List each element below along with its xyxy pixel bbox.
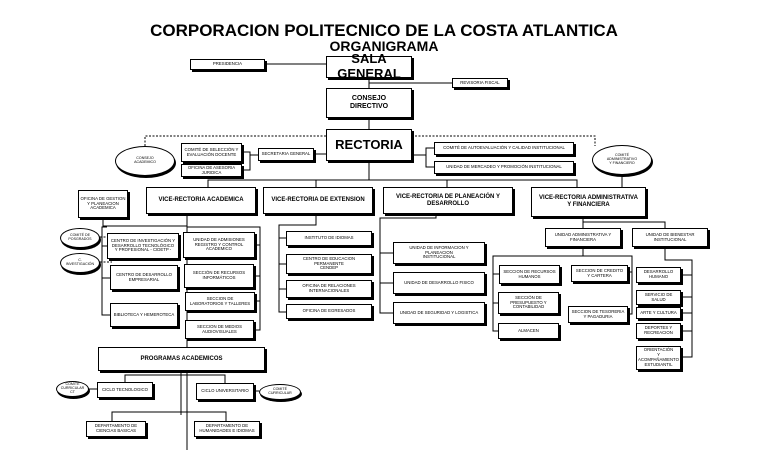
rectoria-box: RECTORIA xyxy=(326,129,412,161)
presidencia-box: PRESIDENCIA xyxy=(190,59,265,70)
oficina-gestion-box: OFICINA DE GESTION Y PLANEACION ACADEMIC… xyxy=(78,190,128,218)
deportes-box: DEPORTES Y RECREACION xyxy=(636,323,681,339)
revisoria-fiscal-box: REVISORIA FISCAL xyxy=(452,78,508,88)
desarrollo-empresarial-box: CENTRO DE DESARROLLO EMPRESARIAL xyxy=(110,265,178,290)
medios-audiovisuales-box: SECCION DE MEDIOS AUDIOVISUALES xyxy=(185,320,254,339)
recursos-informaticos-box: SECCIÓN DE RECURSOS INFORMÁTICOS xyxy=(184,264,254,288)
comite-seleccion-box: COMITÉ DE SELECCIÓN Y EVALUACIÓN DOCENTE xyxy=(181,143,242,162)
admisiones-box: UNIDAD DE ADMISIONES REGISTRO Y CONTROL … xyxy=(183,232,255,258)
desarrollo-humano-box: DESARROLLO HUMANO xyxy=(636,267,681,283)
servicio-salud-box: SERVICIO DE SALUD xyxy=(636,290,681,305)
comite-autoevaluacion-box: COMITÉ DE AUTOEVALUACIÓN Y CALIDAD INSTI… xyxy=(434,142,574,155)
sala-general-box: SALA GENERAL xyxy=(326,51,412,81)
biblioteca-box: BIBLIOTECA Y HEMEROTECA xyxy=(110,303,178,327)
vr-academica-box: VICE-RECTORIA ACADEMICA xyxy=(146,187,256,214)
egresados-box: OFICINA DE EGRESADOS xyxy=(286,304,372,319)
presupuesto-box: SECCIÓN DE PRESUPUESTO Y CONTABILIDAD xyxy=(498,292,559,314)
page-subtitle: ORGANIGRAMA xyxy=(329,38,439,54)
almacen-box: ALMACEN xyxy=(498,323,559,339)
seguridad-logistica-box: UNIDAD DE SEGURIDAD Y LOGISTICA xyxy=(393,302,485,324)
comite-posgrados-ellipse: COMITÉ DE POSGRADOS xyxy=(60,228,100,248)
comite-curricular-ellipse: COMITÉ CURRICULAR xyxy=(259,384,301,400)
secretaria-general-box: SECRETARIA GENERAL xyxy=(258,148,314,161)
orientacion-box: ORIENTACIÓN Y ACOMPAÑAMIENTO ESTUDIANTIL xyxy=(636,346,681,370)
recursos-humanos-box: SECCION DE RECURSOS HUMANOS xyxy=(499,265,560,284)
unidad-mercadeo-box: UNIDAD DE MERCADEO Y PROMOCIÓN INSTITUCI… xyxy=(434,161,574,174)
vr-administrativa-box: VICE-RECTORIA ADMINISTRATIVA Y FINANCIER… xyxy=(531,187,646,217)
investigacion-ellipse: C. INVESTIGACIÓN xyxy=(60,253,100,273)
consejo-academico-ellipse: CONSEJO ACADEMICO xyxy=(115,146,175,176)
vr-planeacion-box: VICE-RECTORIA DE PLANEACIÓN Y DESARROLLO xyxy=(383,187,513,214)
cidtp-box: CENTRO DE INVESTIGACIÓN Y DESARROLLO TEC… xyxy=(107,233,179,259)
page-title: CORPORACION POLITECNICO DE LA COSTA ATLA… xyxy=(150,21,618,40)
bienestar-box: UNIDAD DE BIENESTAR INSTITUCIONAL xyxy=(632,228,708,247)
asesoria-juridica-box: OFICINA DE ASESORIA JURIDICA xyxy=(181,164,242,177)
laboratorios-box: SECCION DE LABORATORIOS Y TALLERES xyxy=(185,292,255,311)
tesoreria-box: SECCION DE TESORERIA Y PAGADURIA xyxy=(568,306,628,323)
instituto-idiomas-box: INSTITUTO DE IDIOMAS xyxy=(286,231,372,246)
programas-academicos-box: PROGRAMAS ACADEMICOS xyxy=(98,347,265,371)
humanidades-box: DEPARTAMENTO DE HUMANIDADES E IDIOMAS xyxy=(194,421,260,437)
unidad-administrativa-box: UNIDAD ADMINISTRATIVA Y FINANCIERA xyxy=(545,228,621,247)
comite-curricular-ellipse: COMITÉ CURRICULAR CT xyxy=(56,381,89,397)
informacion-planeacion-box: UNIDAD DE INFORMACION Y PLANEACION INSTI… xyxy=(393,242,485,264)
arte-cultura-box: ARTE Y CULTURA xyxy=(636,307,681,319)
consejo-directivo-box: CONSEJO DIRECTIVO xyxy=(326,88,412,118)
educacion-permanente-box: CENTRO DE EDUCACION PERMANENTE CENDEP xyxy=(286,254,372,274)
desarrollo-fisico-box: UNIDAD DE DESARROLLO FISICO xyxy=(393,272,485,294)
credito-box: SECCION DE CREDITO Y CARTERA xyxy=(571,265,628,282)
vr-extension-box: VICE-RECTORIA DE EXTENSION xyxy=(263,187,373,214)
comite-administrativo-ellipse: COMITÉ ADMINISTRATIVO Y FINANCIERO xyxy=(592,145,652,175)
relaciones-internacionales-box: OFICINA DE RELACIONES INTERNACIONALES xyxy=(286,280,372,298)
ciclo-universitario-box: CICLO UNIVERSITARIO xyxy=(196,383,254,400)
ciencias-basicas-box: DEPARTAMENTO DE CIENCIAS BASICAS xyxy=(86,421,146,437)
ciclo-tecnologico-box: CICLO TECNOLOGICO xyxy=(97,382,153,398)
